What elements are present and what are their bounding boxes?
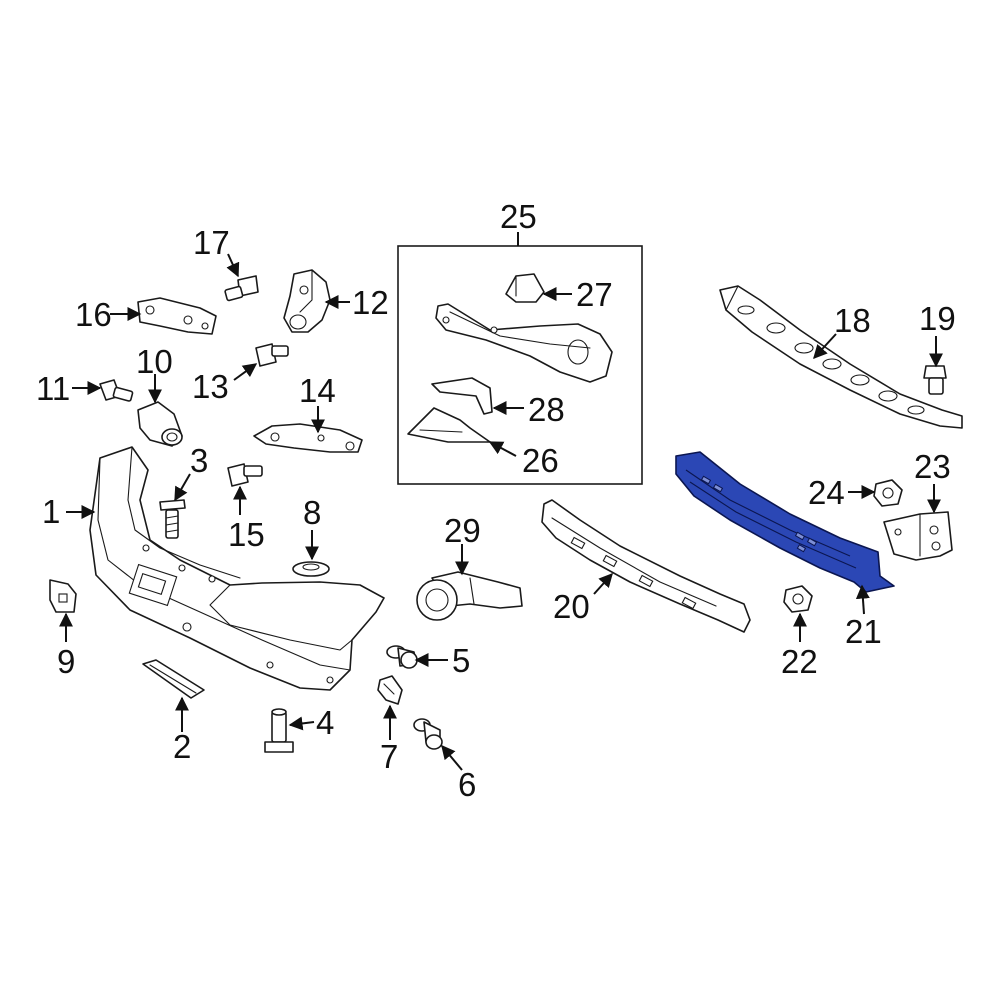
callout-19: 19 — [919, 300, 956, 337]
callout-8: 8 — [303, 494, 321, 531]
part-12-bracket[interactable] — [283, 269, 331, 333]
part-13-bolt[interactable] — [255, 343, 289, 367]
part-21-reinforcement-highlighted[interactable] — [675, 451, 895, 593]
callout-26: 26 — [522, 442, 559, 479]
callout-5: 5 — [452, 642, 470, 679]
callout-6: 6 — [458, 766, 476, 803]
part-15-bolt[interactable] — [227, 463, 263, 487]
callout-25: 25 — [500, 198, 537, 235]
callout-14: 14 — [299, 372, 336, 409]
callout-16: 16 — [75, 296, 112, 333]
callout-2: 2 — [173, 728, 191, 765]
callout-labels: 1 2 3 4 5 6 7 8 9 10 11 12 13 14 15 16 1… — [36, 198, 956, 803]
callout-7: 7 — [380, 738, 398, 775]
callout-22: 22 — [781, 643, 818, 680]
part-18-absorber[interactable] — [719, 285, 963, 429]
callout-29: 29 — [444, 512, 481, 549]
callout-10: 10 — [136, 343, 173, 380]
callout-23: 23 — [914, 448, 951, 485]
part-25-assembly-inset[interactable] — [397, 245, 643, 485]
part-25-bracket[interactable] — [435, 303, 613, 383]
part-26-shield[interactable] — [407, 407, 491, 443]
part-4-bolt[interactable] — [264, 708, 294, 753]
callout-13: 13 — [192, 368, 229, 405]
leader-lines — [59, 232, 943, 771]
part-27-clip[interactable] — [505, 273, 545, 303]
callout-24: 24 — [808, 474, 845, 511]
part-20-reinforcement[interactable] — [541, 499, 751, 633]
part-29-sensor[interactable] — [416, 571, 523, 621]
callout-15: 15 — [228, 516, 265, 553]
callout-18: 18 — [834, 302, 871, 339]
callout-27: 27 — [576, 276, 613, 313]
callout-3: 3 — [190, 442, 208, 479]
part-17-bolt[interactable] — [224, 275, 259, 302]
part-6-clip[interactable] — [413, 718, 443, 750]
part-5-clip[interactable] — [386, 645, 418, 669]
part-10-retainer[interactable] — [137, 401, 183, 447]
part-24-nut[interactable] — [873, 479, 903, 507]
part-19-bolt[interactable] — [923, 365, 947, 395]
callout-17: 17 — [193, 224, 230, 261]
part-22-nut[interactable] — [783, 585, 813, 613]
callout-1: 1 — [42, 493, 60, 530]
part-11-bolt[interactable] — [99, 379, 134, 402]
part-1-bumper-cover[interactable] — [89, 446, 385, 691]
callout-20: 20 — [553, 588, 590, 625]
part-23-bracket[interactable] — [883, 511, 953, 561]
part-7-retainer[interactable] — [377, 675, 403, 705]
callout-11: 11 — [36, 370, 70, 407]
callout-28: 28 — [528, 391, 565, 428]
part-28-bracket[interactable] — [431, 377, 493, 415]
callout-12: 12 — [352, 284, 389, 321]
part-14-bracket[interactable] — [253, 423, 363, 453]
part-2-reflector[interactable] — [142, 659, 205, 699]
part-9-clip[interactable] — [49, 579, 77, 613]
callout-9: 9 — [57, 643, 75, 680]
part-16-bracket[interactable] — [137, 297, 217, 335]
callout-4: 4 — [316, 704, 334, 741]
part-3-screw[interactable] — [159, 499, 186, 539]
callout-21: 21 — [845, 613, 882, 650]
part-8-grommet[interactable] — [292, 561, 330, 577]
